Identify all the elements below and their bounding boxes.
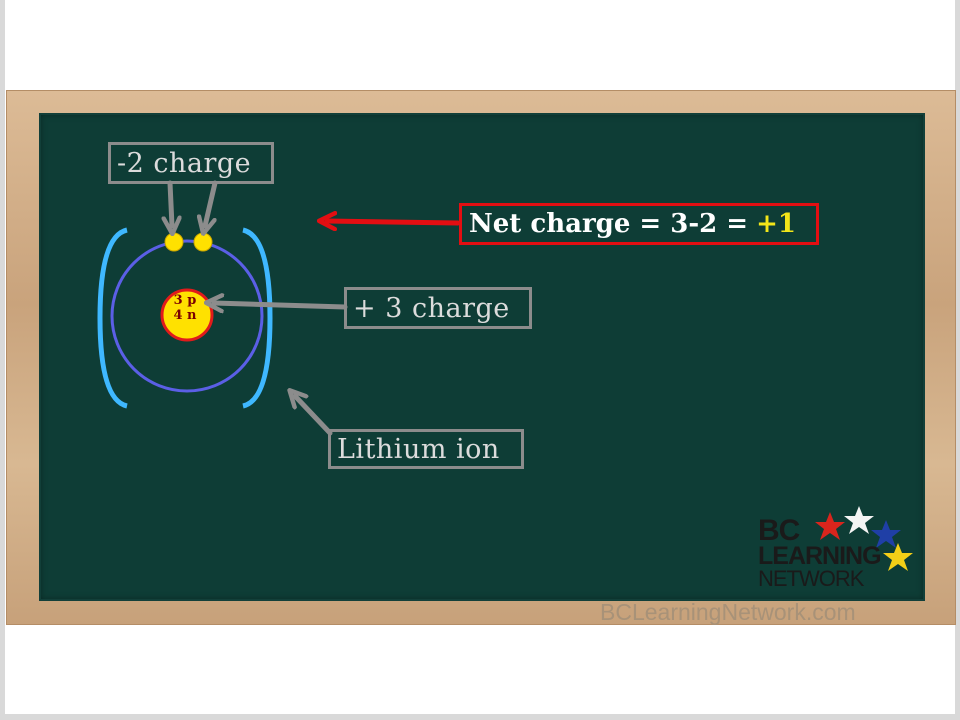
bc-learning-network-logo: BC LEARNING NETWORK	[758, 506, 928, 596]
arrow-to-ion	[295, 396, 333, 436]
electron-orbit	[110, 239, 264, 393]
left-bracket	[97, 227, 128, 409]
net-charge-value: +1	[756, 209, 796, 239]
nucleus	[160, 288, 214, 342]
electron-2	[193, 232, 213, 252]
nucleus-composition: 3 p 4 n	[160, 293, 210, 323]
net-charge-text: Net charge = 3-2 =	[469, 209, 749, 239]
logo-stars-icon	[815, 506, 913, 571]
electron-charge-label: -2 charge	[108, 142, 274, 184]
arrow-net-charge	[327, 221, 461, 223]
arrow-to-electron-2	[205, 180, 218, 226]
ion-name-label: Lithium ion	[328, 429, 524, 469]
nucleus-charge-label: + 3 charge	[344, 287, 532, 329]
page-edge-right	[955, 0, 960, 720]
arrow-to-nucleus	[214, 303, 348, 307]
net-charge-box: Net charge = 3-2 = +1	[459, 203, 819, 245]
neutron-count: 4 n	[173, 308, 197, 323]
page-edge-left	[0, 0, 5, 720]
electron-1	[164, 232, 184, 252]
logo-line-2: LEARNING	[758, 542, 882, 570]
proton-count: 3 p	[173, 293, 197, 308]
website-watermark: BCLearningNetwork.com	[600, 599, 856, 625]
page-edge-bottom	[0, 714, 960, 720]
arrow-to-electron-1	[170, 180, 172, 226]
right-bracket	[242, 227, 273, 409]
logo-line-1: BC	[758, 514, 800, 547]
logo-line-3: NETWORK	[758, 566, 864, 591]
chalkboard	[39, 113, 925, 601]
